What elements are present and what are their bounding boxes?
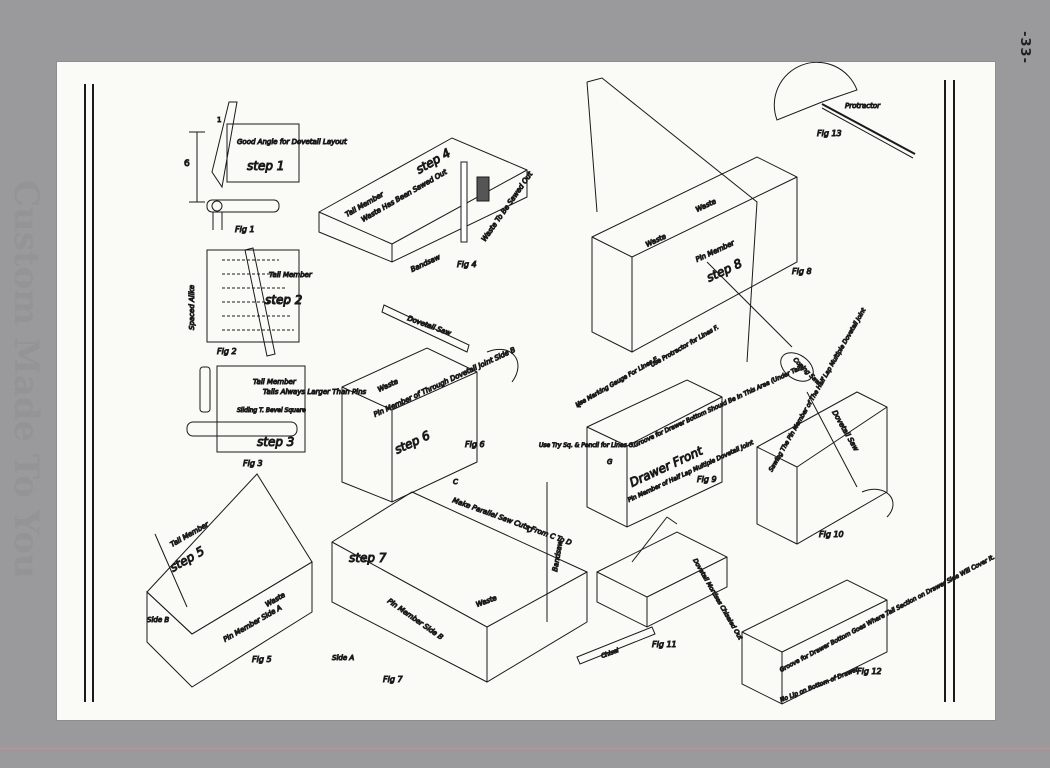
ghost-show-through-text: Custom Made To You <box>6 180 46 579</box>
fig6-waste: Waste <box>376 377 399 393</box>
fig7-c: C <box>453 478 458 486</box>
fig4-caption: Fig 4 <box>457 260 477 269</box>
figure-12: Groove for Drawer Bottom Goes Where Tail… <box>741 553 997 705</box>
figure-7: step 7 Make Parallel Saw Cuts From C To … <box>331 478 588 685</box>
fig8-step: step 8 <box>704 256 744 285</box>
figure-10: Dovetail Saw Sawing The Pin Member of Th… <box>756 306 894 545</box>
illustration-sheet: 6 1 Good Angle for Dovetail Layout step … <box>57 61 997 720</box>
fig3-step: step 3 <box>257 435 294 449</box>
figure-1: 6 1 Good Angle for Dovetail Layout step … <box>184 101 347 235</box>
page-number: -33- <box>1017 31 1032 64</box>
fig12-lip: No Lip on Bottom of Drawer <box>779 666 860 704</box>
fig8-caption: Fig 8 <box>792 267 812 276</box>
figure-6: Dovetail Saw Waste Pin Member of Through… <box>341 304 519 503</box>
figure-2: Spaced Alike Tail Member step 2 Fig 2 <box>188 247 313 357</box>
fig2-step: step 2 <box>265 293 302 307</box>
fig8-waste-1: Waste <box>644 232 667 248</box>
fig1-note: Good Angle for Dovetail Layout <box>237 138 347 146</box>
fig10-caption: Fig 10 <box>819 530 844 539</box>
fig5-caption: Fig 5 <box>252 655 272 664</box>
fig11-note: Dovetail Mortises Chiseled Out <box>691 558 744 642</box>
fig11-caption: Fig 11 <box>652 640 677 649</box>
fig1-dim-a: 1 <box>217 116 221 124</box>
fig2-caption: Fig 2 <box>217 347 237 356</box>
fig5-pin-label: Pin Member Side A <box>222 604 283 644</box>
fig7-caption: Fig 7 <box>383 675 403 684</box>
fig11-chisel: Chisel <box>600 647 620 660</box>
fig2-note: Tail Member <box>269 271 313 279</box>
fig9-groove-note: Groove for Drawer Bottom Should Be In Th… <box>633 364 804 449</box>
fig12-note: Groove for Drawer Bottom Goes Where Tail… <box>779 554 995 674</box>
figure-8: Waste Waste Pin Member step 8 Coping Saw… <box>586 77 822 387</box>
fig5-tail-label: Tail Member <box>169 520 211 549</box>
fig9-try-note: Use Try Sq. & Pencil for Lines G. <box>539 442 635 449</box>
fig9-protractor-note: Use Protractor for Lines F. <box>650 324 721 369</box>
fig13-caption: Fig 13 <box>817 129 842 138</box>
fig7-d: D <box>527 526 533 534</box>
figure-9: Use Marking Gauge For Lines E. Use Protr… <box>539 323 805 528</box>
fig9-g: G <box>607 458 613 466</box>
figure-4: Tail Member Waste Has Been Sawed Out ste… <box>318 137 535 274</box>
fig3-tool-label: Sliding T. Bevel Square <box>237 407 306 414</box>
fig9-gauge-note: Use Marking Gauge For Lines E. <box>575 355 661 409</box>
fig7-side-a: Side A <box>332 654 354 662</box>
fig4-bandsaw: Bandsaw <box>409 253 441 274</box>
fig7-pin-label: Pin Member Side B <box>386 597 445 642</box>
fig7-step: step 7 <box>349 551 387 565</box>
fig1-step: step 1 <box>247 159 284 173</box>
fig4-step: step 4 <box>414 146 453 177</box>
fig3-caption: Fig 3 <box>243 459 263 468</box>
fig9-e: E <box>577 401 582 409</box>
fig2-side-label: Spaced Alike <box>188 285 196 330</box>
figure-11: Dovetail Mortises Chiseled Out Chisel Fi… <box>576 516 744 665</box>
fig1-dim-b: 6 <box>184 159 190 169</box>
figure-13: Protractor Fig 13 <box>773 61 916 159</box>
fig9-caption: Fig 9 <box>697 475 717 484</box>
fig12-caption: Fig 12 <box>857 667 882 676</box>
fig7-waste: Waste <box>475 594 498 609</box>
bottom-rule <box>0 748 1050 749</box>
fig3-note1: Tail Member <box>253 378 297 386</box>
fig5-side-b: Side B <box>147 616 169 624</box>
fig6-step: step 6 <box>392 428 432 457</box>
fig6-caption: Fig 6 <box>465 440 485 449</box>
fig3-note2: Tails Always Larger Than Pins <box>263 388 367 396</box>
figure-3: Tail Member Tails Always Larger Than Pin… <box>186 365 367 469</box>
fig7-note: Make Parallel Saw Cuts From C To D <box>451 496 573 547</box>
dovetail-illustration: 6 1 Good Angle for Dovetail Layout step … <box>84 61 997 705</box>
fig10-saw-label: Dovetail Saw <box>830 409 860 453</box>
fig8-waste-2: Waste <box>694 197 717 213</box>
fig13-label: Protractor <box>845 102 881 110</box>
fig7-bandsaw: Bandsaw <box>551 540 564 573</box>
fig1-caption: Fig 1 <box>235 225 255 234</box>
figure-5: Tail Member step 5 Waste Pin Member Side… <box>146 473 313 688</box>
